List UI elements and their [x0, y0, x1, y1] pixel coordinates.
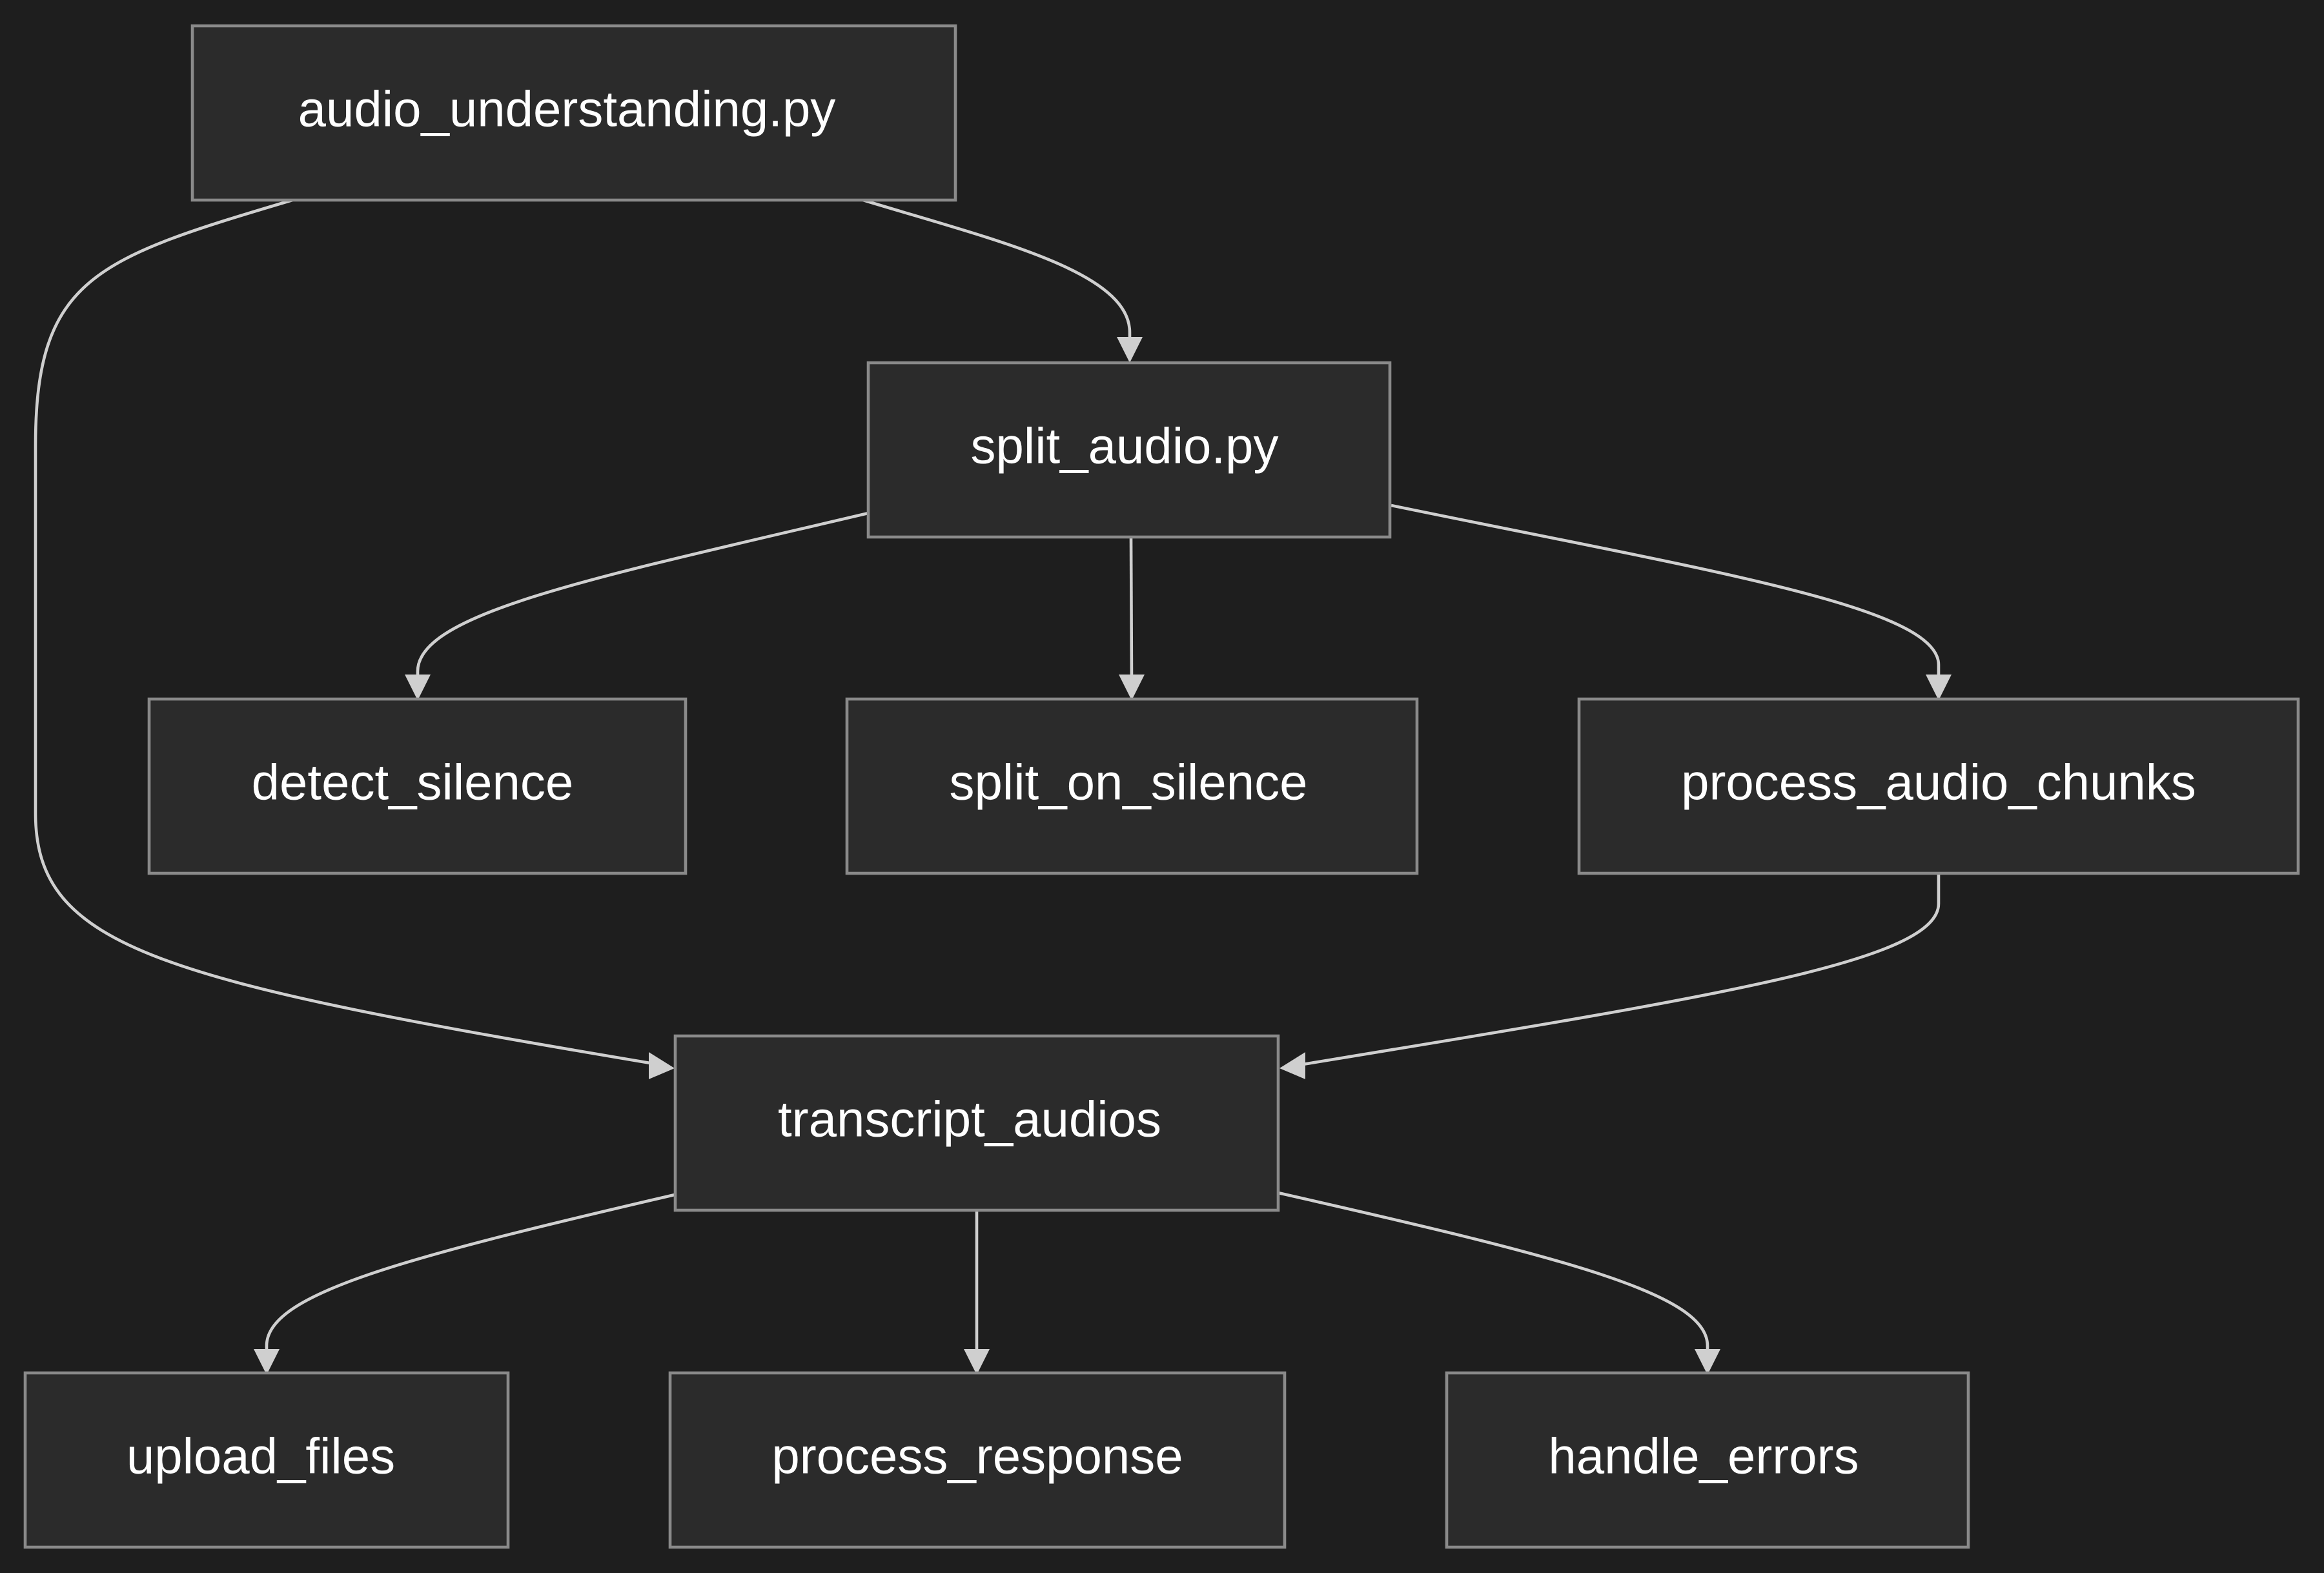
arrowheads [254, 337, 1952, 1375]
edge-audio-understanding-to-transcript-audios [34, 198, 662, 1067]
arrowhead-split-on-silence [1119, 675, 1145, 700]
node-label-audio-understanding: audio_understanding.py [298, 81, 836, 137]
arrowhead-process-audio-chunks [1926, 675, 1952, 700]
node-split-audio[interactable]: split_audio.py [866, 361, 1392, 539]
edge-split-audio-to-detect-silence [416, 511, 869, 681]
edges [34, 198, 1941, 1355]
node-split-on-silence[interactable]: split_on_silence [845, 697, 1419, 875]
arrowhead-split-audio [1117, 337, 1143, 363]
edge-transcript-audios-to-upload-files [265, 1193, 675, 1355]
node-upload-files[interactable]: upload_files [23, 1371, 510, 1549]
edge-transcript-audios-to-handle-errors [1278, 1191, 1709, 1355]
node-label-process-audio-chunks: process_audio_chunks [1681, 754, 2196, 811]
node-label-transcript-audios: transcript_audios [778, 1091, 1161, 1148]
arrowhead-handle-errors [1695, 1349, 1720, 1375]
node-audio-understanding[interactable]: audio_understanding.py [190, 24, 957, 202]
arrowhead-detect-silence [405, 675, 431, 700]
edge-split-audio-to-process-audio-chunks [1391, 503, 1941, 681]
arrowhead-transcript-audios-right [1279, 1052, 1305, 1079]
node-process-response[interactable]: process_response [668, 1371, 1287, 1549]
node-transcript-audios[interactable]: transcript_audios [673, 1034, 1280, 1212]
node-process-audio-chunks[interactable]: process_audio_chunks [1577, 697, 2300, 875]
node-label-split-audio: split_audio.py [971, 418, 1279, 474]
node-label-upload-files: upload_files [127, 1428, 395, 1485]
edge-audio-understanding-to-split-audio [862, 198, 1132, 343]
node-label-handle-errors: handle_errors [1548, 1428, 1859, 1485]
node-label-process-response: process_response [771, 1428, 1183, 1485]
node-label-split-on-silence: split_on_silence [949, 754, 1307, 811]
node-handle-errors[interactable]: handle_errors [1445, 1371, 1970, 1549]
arrowhead-process-response [964, 1349, 990, 1375]
arrowhead-upload-files [254, 1349, 280, 1375]
arrowhead-transcript-audios-left [649, 1052, 675, 1079]
node-detect-silence[interactable]: detect_silence [147, 697, 688, 875]
edge-process-audio-chunks-to-transcript-audios [1290, 875, 1941, 1068]
node-label-detect-silence: detect_silence [252, 754, 574, 811]
edge-split-audio-to-split-on-silence [1129, 537, 1134, 682]
